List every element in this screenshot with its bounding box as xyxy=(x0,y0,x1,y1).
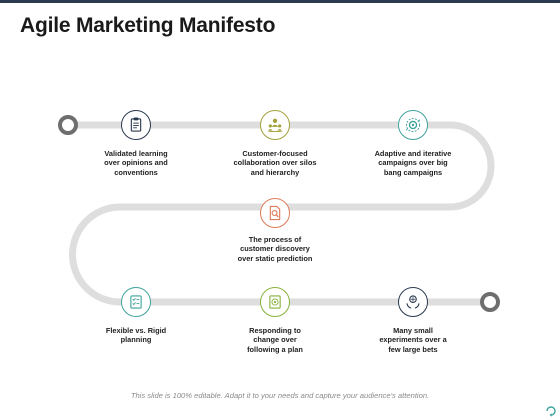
target-doc-icon xyxy=(269,295,281,309)
step-1-line-1: Validated learning xyxy=(104,149,168,158)
refresh-icon xyxy=(546,406,556,417)
step-2-node xyxy=(260,110,290,140)
step-3-line-1: Adaptive and iterative xyxy=(374,149,452,158)
step-2-line-3: and hierarchy xyxy=(250,167,300,177)
step-7-label: Many small experiments over a few large … xyxy=(353,326,473,354)
footer-note: This slide is 100% editable. Adapt it to… xyxy=(130,391,430,400)
slide-title: Agile Marketing Manifesto xyxy=(20,14,276,37)
step-4-line-3: over static prediction xyxy=(237,253,313,263)
path-start-marker xyxy=(58,115,78,135)
team-icon xyxy=(268,118,282,132)
step-1-label: Validated learning over opinions and con… xyxy=(76,149,196,177)
checklist-icon xyxy=(130,295,142,309)
top-accent-rule xyxy=(0,0,560,3)
step-5-line-2: planning xyxy=(120,335,152,345)
step-2-line-1: Customer-focused xyxy=(242,149,308,158)
step-3-label: Adaptive and iterative campaigns over bi… xyxy=(353,149,473,177)
step-6-line-1: Responding to xyxy=(249,326,301,335)
gear-cycle-icon xyxy=(406,118,420,132)
step-2-label: Customer-focused collaboration over silo… xyxy=(215,149,335,177)
step-2-line-2: collaboration over silos xyxy=(233,158,317,168)
step-3-line-3: bang campaigns xyxy=(383,167,443,177)
step-1-line-3: conventions xyxy=(114,167,158,177)
step-4-node xyxy=(260,198,290,228)
step-6-line-2: change over xyxy=(253,335,297,345)
step-4-line-2: customer discovery xyxy=(240,244,310,254)
step-4-label: The process of customer discovery over s… xyxy=(215,235,335,263)
step-6-line-3: following a plan xyxy=(247,344,303,354)
clipboard-icon xyxy=(130,117,142,132)
step-4-line-1: The process of xyxy=(248,235,302,244)
step-7-line-3: few large bets xyxy=(388,344,438,354)
step-5-line-1: Flexible vs. Rigid xyxy=(105,326,167,335)
step-7-line-2: experiments over a xyxy=(379,335,447,345)
path-end-marker xyxy=(480,292,500,312)
step-3-line-2: campaigns over big xyxy=(378,158,448,168)
step-3-node xyxy=(398,110,428,140)
document-search-icon xyxy=(269,205,281,221)
step-5-node xyxy=(121,287,151,317)
step-7-line-1: Many small xyxy=(393,326,433,335)
step-6-label: Responding to change over following a pl… xyxy=(215,326,335,354)
step-5-label: Flexible vs. Rigid planning xyxy=(76,326,196,345)
step-1-line-2: over opinions and xyxy=(104,158,168,168)
step-7-node xyxy=(398,287,428,317)
experiments-icon xyxy=(406,295,420,309)
step-6-node xyxy=(260,287,290,317)
step-1-node xyxy=(121,110,151,140)
